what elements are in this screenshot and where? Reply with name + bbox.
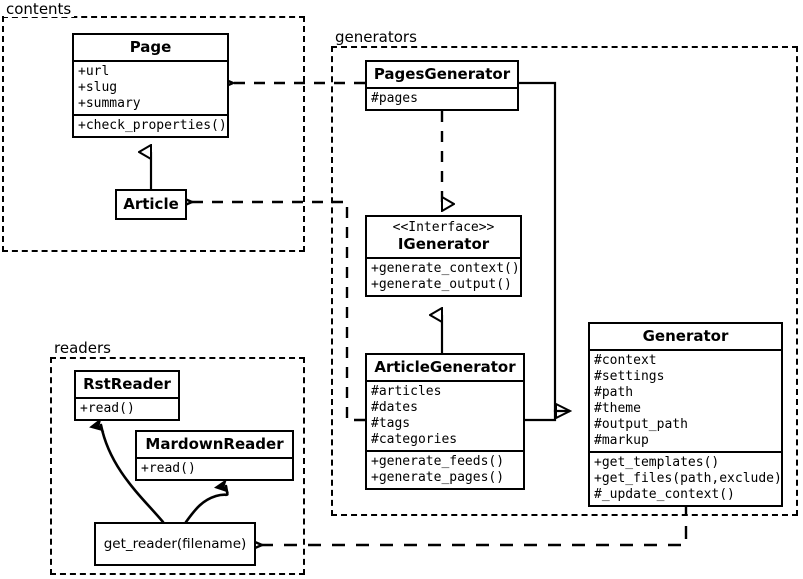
class-articlegenerator-operations: +generate_feeds() +generate_pages() xyxy=(367,450,523,488)
attribute: #markup xyxy=(594,433,649,448)
attribute: #tags xyxy=(371,416,411,431)
operation: #_update_context() xyxy=(594,487,735,502)
operation: +read() xyxy=(141,461,196,476)
class-articlegenerator-title: ArticleGenerator xyxy=(374,358,516,376)
package-generators xyxy=(331,46,798,516)
class-page-title: Page xyxy=(129,38,172,56)
package-generators-border xyxy=(331,46,798,516)
operation: +generate_output() xyxy=(371,277,512,292)
attribute: #dates xyxy=(371,400,418,415)
class-generator-operations: +get_templates() +get_files(path,exclude… xyxy=(590,451,782,505)
class-mardownreader-operations: +read() xyxy=(137,457,292,479)
class-mardownreader-title: MardownReader xyxy=(145,435,284,453)
package-readers-border xyxy=(50,357,305,575)
class-mardownreader[interactable]: MardownReader +read() xyxy=(135,430,294,481)
operation: +generate_feeds() xyxy=(371,454,505,469)
relation-generator-depends-getreader xyxy=(262,502,688,545)
class-page[interactable]: Page +url +slug +summary +check_properti… xyxy=(72,33,229,138)
relation-getreader-returns-mardownreader xyxy=(184,486,227,524)
function-get-reader-label: get_reader(filename) xyxy=(103,536,247,552)
package-contents-label: contents xyxy=(4,2,75,17)
attribute: #pages xyxy=(371,91,418,106)
operation: +read() xyxy=(80,401,135,416)
class-pagesgenerator-attributes: #pages xyxy=(367,87,517,109)
relation-pagesgenerator-aggregates-generator xyxy=(519,81,570,411)
attribute: #settings xyxy=(594,369,665,384)
class-igenerator-title: <<Interface>> IGenerator xyxy=(367,217,520,257)
attribute: #categories xyxy=(371,432,458,447)
function-get-reader[interactable]: get_reader(filename) xyxy=(94,522,256,566)
attribute: #articles xyxy=(371,384,442,399)
class-article[interactable]: Article xyxy=(115,189,187,220)
package-contents xyxy=(2,16,305,252)
class-rstreader-operations: +read() xyxy=(76,397,178,419)
class-page-operations: +check_properties() xyxy=(74,114,227,136)
package-readers-label: readers xyxy=(52,341,114,356)
operation: +get_files(path,exclude) xyxy=(594,471,782,486)
class-pagesgenerator-title: PagesGenerator xyxy=(373,65,511,83)
relation-articlegenerator-aggregates-generator xyxy=(525,409,570,422)
class-generator[interactable]: Generator #context #settings #path #them… xyxy=(588,322,783,507)
operation: +generate_context() xyxy=(371,261,520,276)
attribute: +slug xyxy=(78,80,118,95)
attribute: #output_path xyxy=(594,417,688,432)
operation: +get_templates() xyxy=(594,455,720,470)
class-igenerator-stereotype: <<Interface>> xyxy=(392,220,495,235)
class-article-title: Article xyxy=(123,195,179,213)
class-rstreader-title: RstReader xyxy=(83,375,171,393)
attribute: +url xyxy=(78,64,110,79)
class-igenerator-name: IGenerator xyxy=(397,235,490,253)
relation-getreader-returns-rstreader xyxy=(101,425,165,524)
class-generator-attributes: #context #settings #path #theme #output_… xyxy=(590,349,781,451)
class-igenerator-operations: +generate_context() +generate_output() xyxy=(367,257,520,295)
operation: +check_properties() xyxy=(78,118,227,133)
class-page-attributes: +url +slug +summary xyxy=(74,60,227,114)
attribute: #theme xyxy=(594,401,641,416)
class-generator-title: Generator xyxy=(642,327,729,345)
package-generators-label: generators xyxy=(333,30,420,45)
class-rstreader[interactable]: RstReader +read() xyxy=(74,370,180,421)
package-contents-border xyxy=(2,16,305,252)
class-igenerator[interactable]: <<Interface>> IGenerator +generate_conte… xyxy=(365,215,522,297)
relation-articlegenerator-depends-article xyxy=(192,202,365,422)
class-pagesgenerator[interactable]: PagesGenerator #pages xyxy=(365,60,519,111)
package-readers xyxy=(50,357,305,575)
operation: +generate_pages() xyxy=(371,470,505,485)
class-articlegenerator-attributes: #articles #dates #tags #categories xyxy=(367,380,523,450)
attribute: #context xyxy=(594,353,657,368)
attribute: #path xyxy=(594,385,634,400)
attribute: +summary xyxy=(78,96,141,111)
class-articlegenerator[interactable]: ArticleGenerator #articles #dates #tags … xyxy=(365,353,525,490)
